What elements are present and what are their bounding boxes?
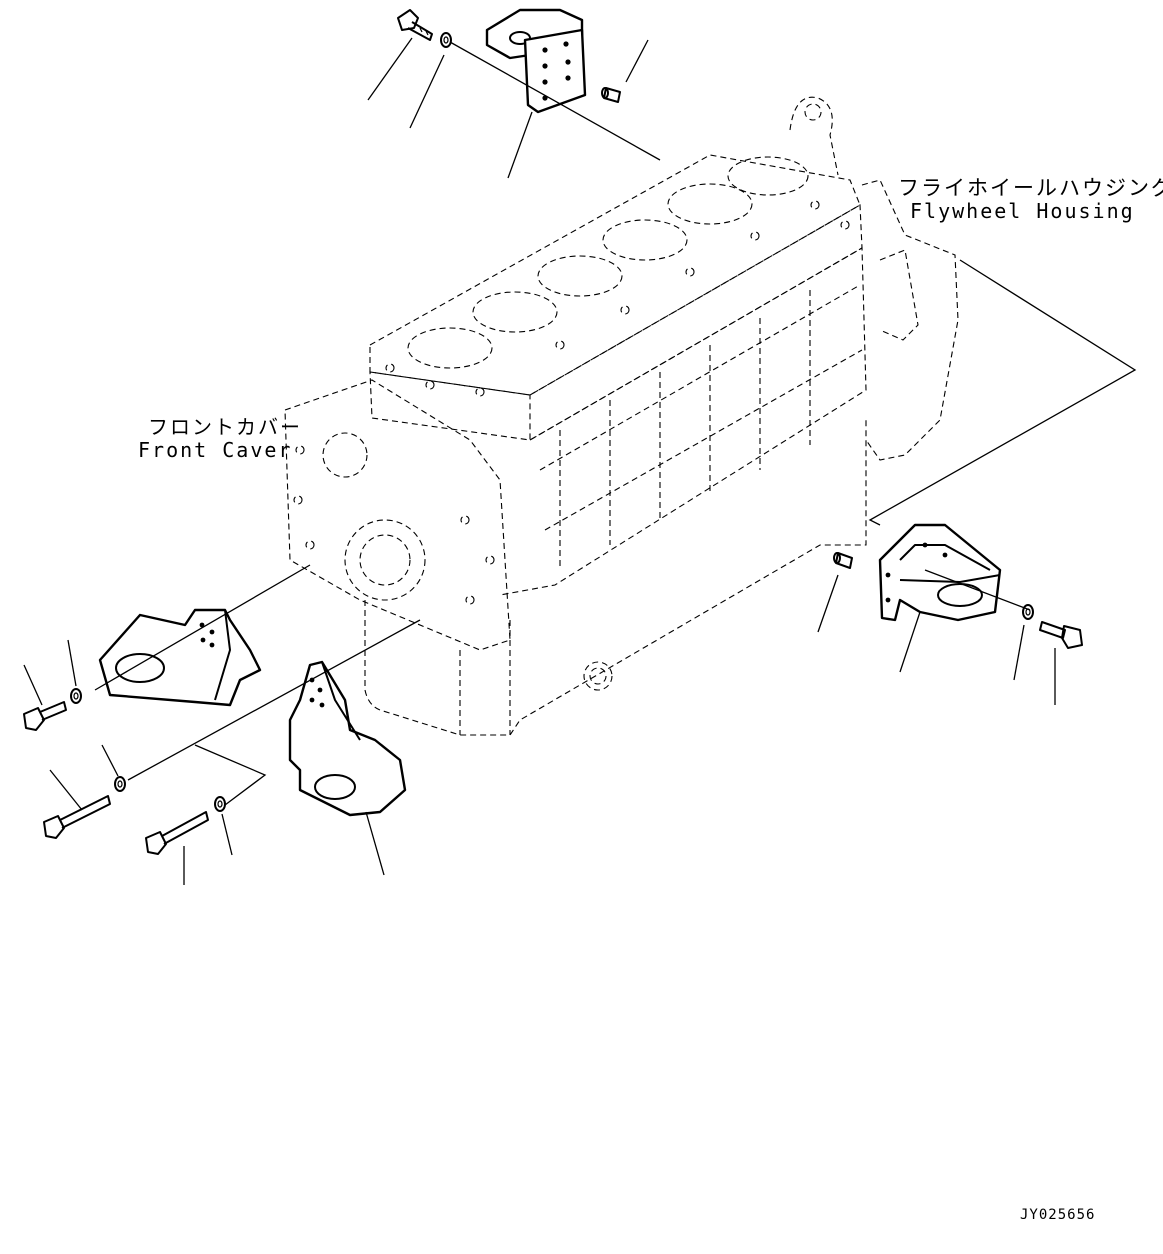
callout-lines: [23, 37, 1056, 885]
bolt-front-1: [23, 701, 67, 731]
engine-block-outline: [284, 96, 959, 736]
front-cover-label-jp: フロントカバー: [148, 415, 302, 439]
dowel-pin-top: [601, 87, 621, 103]
front-bracket-left: [98, 608, 262, 707]
front-cover-label-en: Front Caver: [138, 438, 293, 462]
front-bracket-right: [288, 660, 407, 817]
bolt-front-3: [145, 811, 209, 855]
rear-side-bracket: [878, 523, 1002, 622]
washer-front-2: [114, 776, 126, 792]
bolt-top: [397, 9, 433, 41]
washer-top: [440, 32, 452, 48]
washer-front-3: [214, 796, 226, 812]
flywheel-housing-label-en: Flywheel Housing: [910, 199, 1135, 223]
assembly-lines: [94, 41, 1137, 806]
dowel-pin-right: [833, 552, 853, 569]
drawing-code: JY025656: [1020, 1207, 1096, 1223]
bolt-front-2: [43, 795, 111, 839]
washer-front-1: [70, 688, 82, 704]
flywheel-housing-label-jp: フライホイールハウジング: [898, 176, 1163, 200]
washer-right: [1022, 604, 1034, 620]
rear-top-bracket: [485, 8, 587, 114]
bolt-right: [1039, 621, 1083, 649]
